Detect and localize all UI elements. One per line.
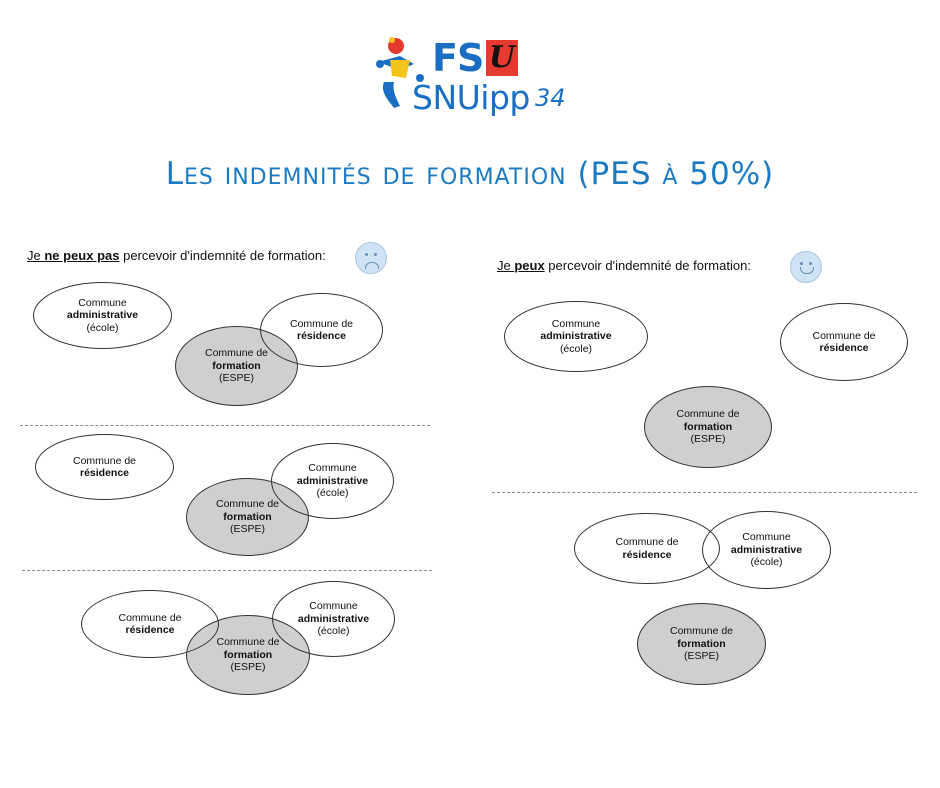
- snuipp-wordmark: SNUipp: [412, 78, 530, 117]
- fsu-wordmark: FS: [432, 36, 484, 80]
- separator: [20, 425, 430, 426]
- department-number: 34: [535, 84, 566, 112]
- sad-face-icon: [355, 242, 387, 274]
- right-intro-text: Je peux percevoir d'indemnité de formati…: [497, 258, 751, 273]
- left-intro-text: Je ne peux pas percevoir d'indemnité de …: [27, 248, 326, 263]
- happy-face-icon: [790, 251, 822, 283]
- fsu-u-badge: U: [486, 40, 518, 76]
- fsu-mascot-logo: [376, 37, 424, 108]
- separator: [492, 492, 917, 493]
- separator: [22, 570, 432, 571]
- page-title: Les indemnités de formation (PES à 50%): [165, 156, 775, 192]
